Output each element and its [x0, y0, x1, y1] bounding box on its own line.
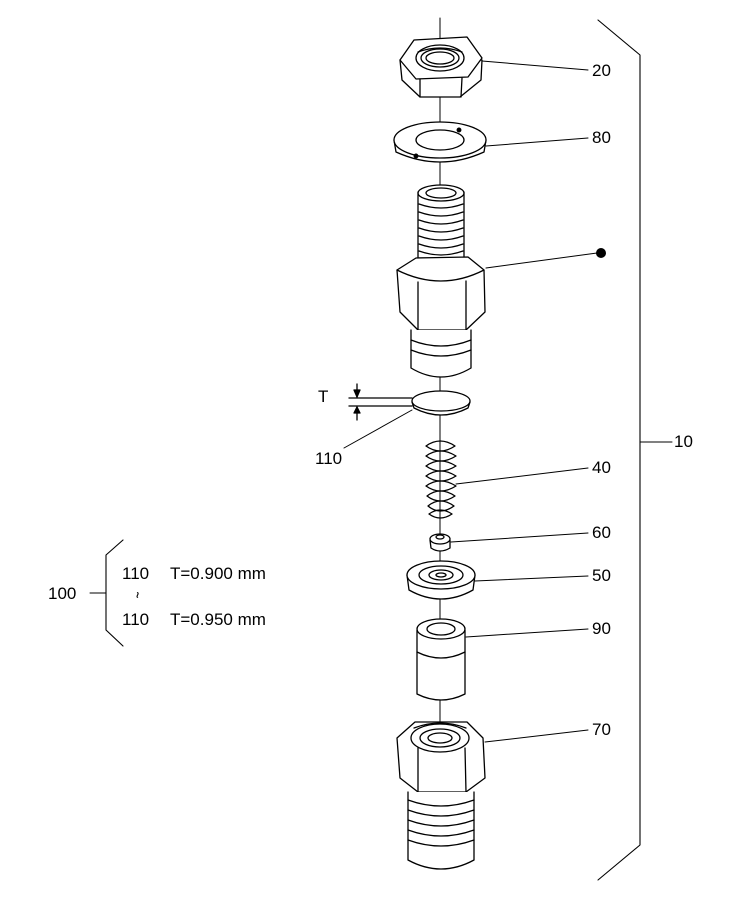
- part-60-valve: [429, 533, 451, 552]
- body-bullet-marker: [596, 248, 606, 258]
- part-40-spring: [425, 440, 457, 519]
- callout-40: 40: [592, 458, 611, 477]
- variant-last-spec: T=0.950 mm: [170, 610, 266, 629]
- callout-60: 60: [592, 523, 611, 542]
- variant-last-part: 110: [122, 610, 150, 629]
- part-80-washer: [393, 121, 487, 163]
- leader-lines: [89, 60, 673, 743]
- callout-90: 90: [592, 619, 611, 638]
- assembly-bracket: [597, 19, 641, 881]
- part-20-hex-nut: [399, 36, 483, 98]
- callout-80: 80: [592, 128, 611, 147]
- variant-first-part: 110: [122, 564, 150, 583]
- variant-bracket: [105, 539, 124, 647]
- callout-100: 100: [48, 584, 77, 603]
- part-110-shim: [411, 390, 471, 416]
- part-valve-holder-body: [396, 184, 486, 378]
- dimension-label-t: T: [318, 387, 329, 406]
- thickness-dimension: [348, 383, 413, 421]
- part-70-fitting: [396, 721, 486, 870]
- variant-range-symbol: ~: [127, 591, 147, 599]
- callout-20: 20: [592, 61, 611, 80]
- part-90-sleeve: [416, 618, 466, 701]
- callout-10: 10: [674, 432, 693, 451]
- callout-50: 50: [592, 566, 611, 585]
- callout-70: 70: [592, 720, 611, 739]
- variant-first-spec: T=0.900 mm: [170, 564, 266, 583]
- part-50-valve-seat: [406, 560, 476, 600]
- callout-110: 110: [315, 449, 343, 468]
